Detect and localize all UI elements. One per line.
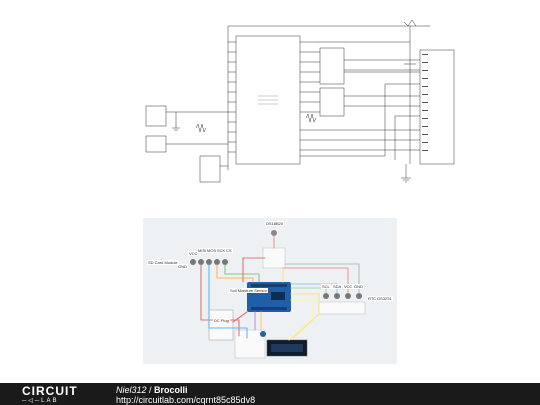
rtc-connector <box>323 293 362 299</box>
label-sd-pin-miso: MISO <box>197 248 210 253</box>
logo-sub-text: ─◁─LAB <box>22 397 78 404</box>
breadboard-view: DS18B20 SD Card Module GND VCC MISO MOSI… <box>143 218 397 364</box>
label-rtc: RTC DS3231 <box>367 296 393 301</box>
label-soil-moisture: Soil Moisture Sensor <box>229 288 268 293</box>
label-rtc-pin-scl: SCL <box>321 284 331 289</box>
label-sd-card: SD Card Module <box>147 260 179 265</box>
label-rtc-pin-vcc: VCC <box>343 284 354 289</box>
logo-main-text: CIRCUIT <box>22 384 78 398</box>
lcd-header-symbol <box>419 49 455 165</box>
soil-sensor-symbol <box>145 105 167 127</box>
label-dc-plug: DC Plug <box>213 318 230 323</box>
label-sd-gnd: GND <box>177 264 188 269</box>
ds18b20-symbol <box>199 155 221 183</box>
schematic-diagram <box>145 19 455 183</box>
label-ds18b20: DS18B20 <box>265 221 285 226</box>
author-separator: / <box>146 385 155 395</box>
pot-knob <box>260 331 266 337</box>
sd-card-connector <box>190 259 228 265</box>
chip-right-wires <box>300 41 420 157</box>
potentiometer-symbol <box>403 19 417 27</box>
label-sd-pin-sck: SCK <box>216 248 227 253</box>
dc-plug-symbol <box>145 135 167 153</box>
ds18b20-sensor <box>271 230 277 236</box>
rtc-module-symbol <box>319 47 345 85</box>
label-sd-pin-vcc: VCC <box>188 251 199 256</box>
label-sd-pin-cs: CS <box>225 248 233 253</box>
chip-left-pins <box>228 41 236 153</box>
sd-module-symbol <box>319 87 345 117</box>
circuit-url-link[interactable]: http://circuitlab.com/cqrnt85c85dv8 <box>116 395 256 405</box>
footer-author-line: Niel312 / Brocolli <box>116 385 188 395</box>
circuitlab-logo[interactable]: CIRCUIT ─◁─LAB <box>22 385 78 404</box>
logo-lab-text: LAB <box>41 398 59 404</box>
mini-breadboard-top <box>262 247 286 269</box>
label-sd-pin-mosi: MOSI <box>206 248 219 253</box>
label-rtc-pin-gnd: GND <box>353 284 364 289</box>
resistor-symbol <box>305 113 317 123</box>
circuit-title[interactable]: Brocolli <box>154 385 188 395</box>
footer-bar: CIRCUIT ─◁─LAB Niel312 / Brocolli http:/… <box>0 383 540 405</box>
label-rtc-pin-sda: SDA <box>332 284 343 289</box>
author-link[interactable]: Niel312 <box>116 385 147 395</box>
dc-plug-board <box>208 309 234 341</box>
main-breadboard <box>234 329 266 359</box>
logo-wire-icon: ─◁─ <box>22 398 42 404</box>
